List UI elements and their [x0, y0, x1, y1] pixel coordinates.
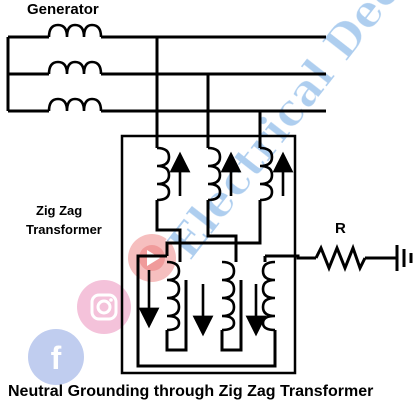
lower-coils: [166, 260, 276, 332]
generator-label: Generator: [27, 1, 99, 18]
resistor-label: R: [335, 220, 346, 237]
zigzag-label-line2: Transformer: [26, 222, 102, 237]
diagram-caption: Neutral Grounding through Zig Zag Transf…: [8, 383, 374, 400]
generator-bus: [6, 35, 326, 113]
generator-coil-b: [47, 60, 103, 75]
upper-coil-c: [259, 146, 274, 202]
lower-coil-a: [166, 260, 181, 332]
upper-coil-a: [156, 146, 171, 202]
generator-coil-c: [47, 97, 103, 112]
zigzag-label-line1: Zig Zag: [36, 203, 83, 218]
ground-symbol: [395, 245, 413, 271]
upper-coil-b: [207, 146, 222, 202]
facebook-icon: f: [28, 329, 84, 385]
instagram-icon: [77, 280, 131, 334]
current-arrows: [138, 151, 294, 337]
zigzag-wiring: [136, 37, 397, 368]
generator-coils: [47, 23, 103, 112]
svg-text:f: f: [51, 340, 62, 376]
generator-coil-a: [47, 23, 103, 38]
watermark-text: Electrical Deck: [158, 0, 418, 269]
watermark: f Electrical Deck: [28, 0, 418, 385]
upper-coils: [156, 146, 274, 202]
grounding-resistor: [314, 243, 367, 273]
lower-coil-b: [221, 260, 236, 332]
youtube-icon: [128, 234, 176, 282]
lower-coil-c: [261, 260, 276, 332]
